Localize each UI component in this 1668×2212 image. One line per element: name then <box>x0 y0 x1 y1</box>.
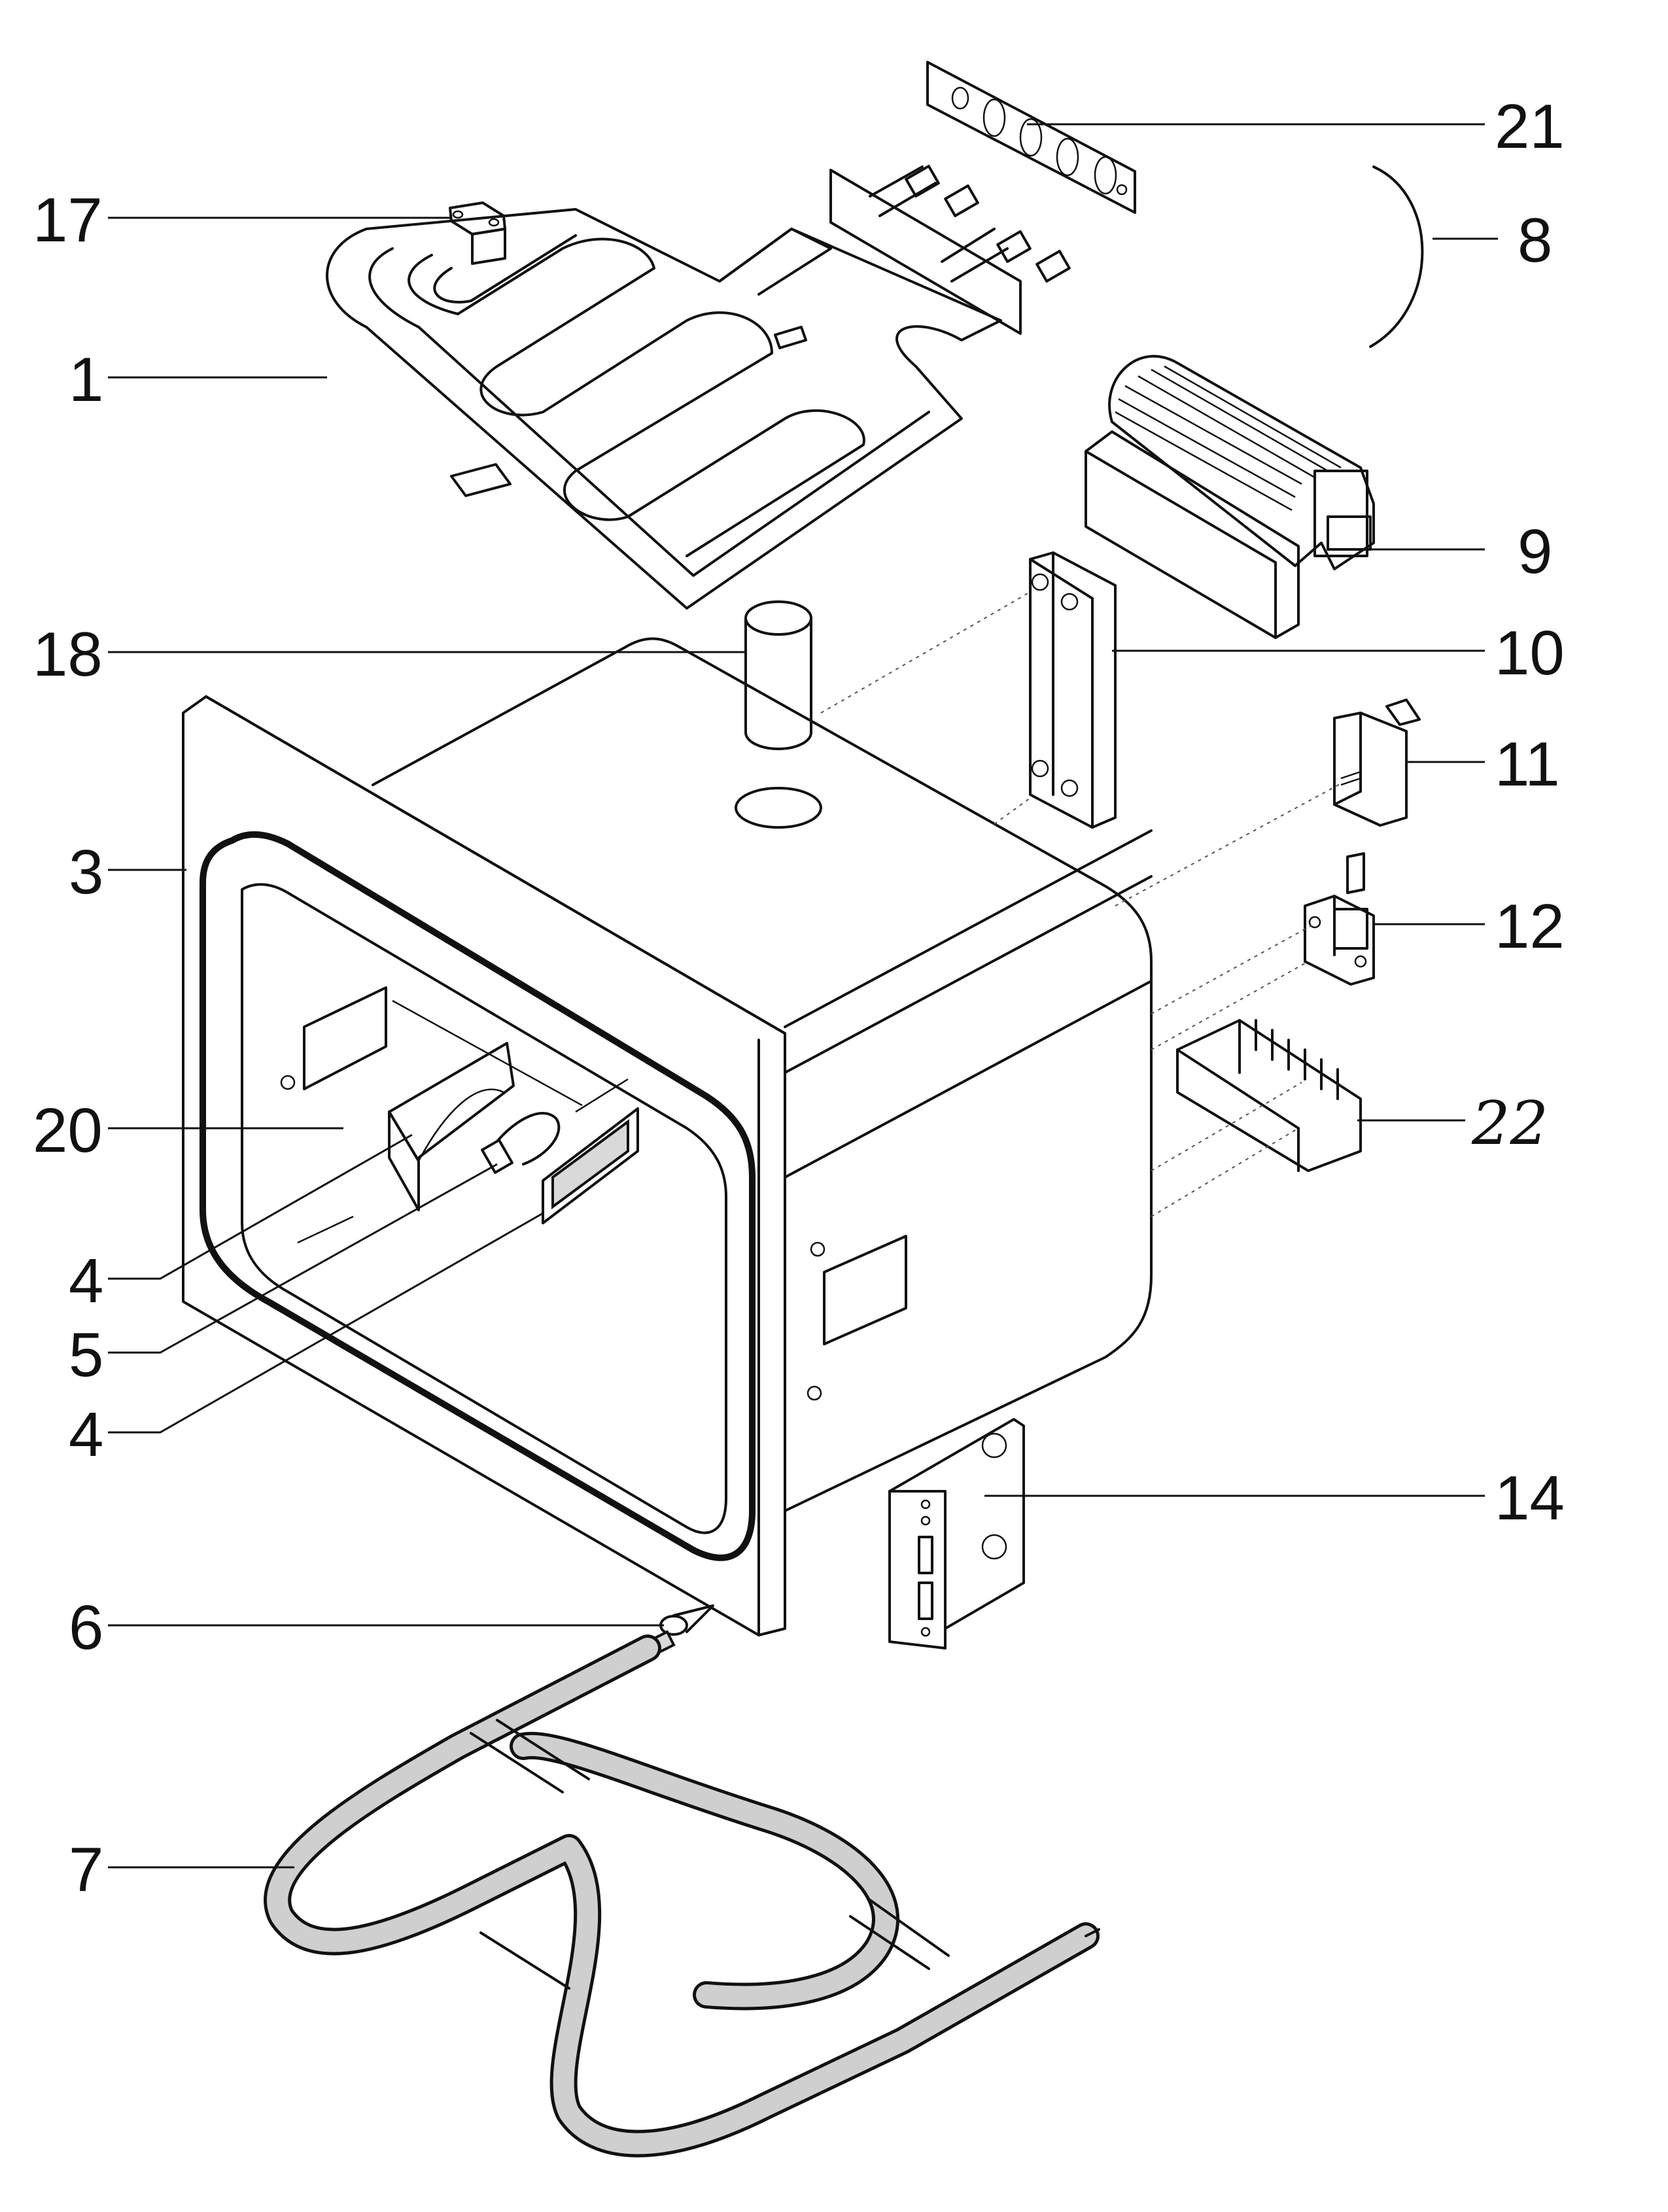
cavity-interior-details <box>280 986 629 1244</box>
part-20-lamp-housing <box>388 1042 515 1211</box>
part-10-terminal-block <box>1029 551 1117 829</box>
callout-1: 1 <box>69 345 103 415</box>
oven-cavity-body <box>372 637 1153 1512</box>
part-4-lamp-cover <box>542 1107 639 1224</box>
part-1-grill-element <box>326 165 1071 610</box>
part-9-fan-motor <box>1085 354 1375 639</box>
part-3-front-frame <box>182 695 786 1636</box>
callout-labels: 21 17 8 1 9 18 10 11 3 12 20 22 4 5 4 14… <box>33 92 1565 1905</box>
callout-14: 14 <box>1495 1463 1565 1533</box>
callout-17: 17 <box>33 185 103 255</box>
callout-7: 7 <box>69 1835 103 1905</box>
callout-9: 9 <box>1518 517 1552 587</box>
cavity-inner-opening <box>241 883 727 1534</box>
part-6-screw <box>659 1604 714 1636</box>
part-12-thermal-cutout <box>1304 852 1375 986</box>
callout-4-upper: 4 <box>69 1246 103 1316</box>
callout-5: 5 <box>69 1320 103 1390</box>
part-7-lower-heating-element <box>264 1630 1100 2158</box>
callout-4-lower: 4 <box>69 1400 103 1470</box>
callout-12: 12 <box>1495 891 1565 961</box>
callout-22: 22 <box>1471 1088 1548 1158</box>
callout-21: 21 <box>1495 92 1565 162</box>
part-18-vent-tube <box>744 600 812 750</box>
part-5-lamp-bulb <box>481 1112 561 1174</box>
callout-18: 18 <box>33 619 103 689</box>
part-17-bracket <box>449 201 506 265</box>
part-14-hinge-bracket <box>888 1418 1025 1650</box>
part-11-thermostat <box>1333 699 1421 827</box>
callout-10: 10 <box>1495 618 1565 688</box>
part-22-connector-bracket <box>1176 1019 1362 1172</box>
callout-8: 8 <box>1518 205 1552 275</box>
part-21-insulator-strip <box>926 61 1136 214</box>
callout-11: 11 <box>1495 729 1560 799</box>
callout-6: 6 <box>69 1593 103 1663</box>
callout-leader-lines <box>108 123 1498 1869</box>
part-8-wire-clip <box>1369 165 1424 348</box>
part-3-door-gasket <box>200 831 756 1561</box>
assembly-guide-lines <box>820 591 1342 1217</box>
callout-20: 20 <box>33 1096 103 1166</box>
callout-3: 3 <box>69 837 103 907</box>
